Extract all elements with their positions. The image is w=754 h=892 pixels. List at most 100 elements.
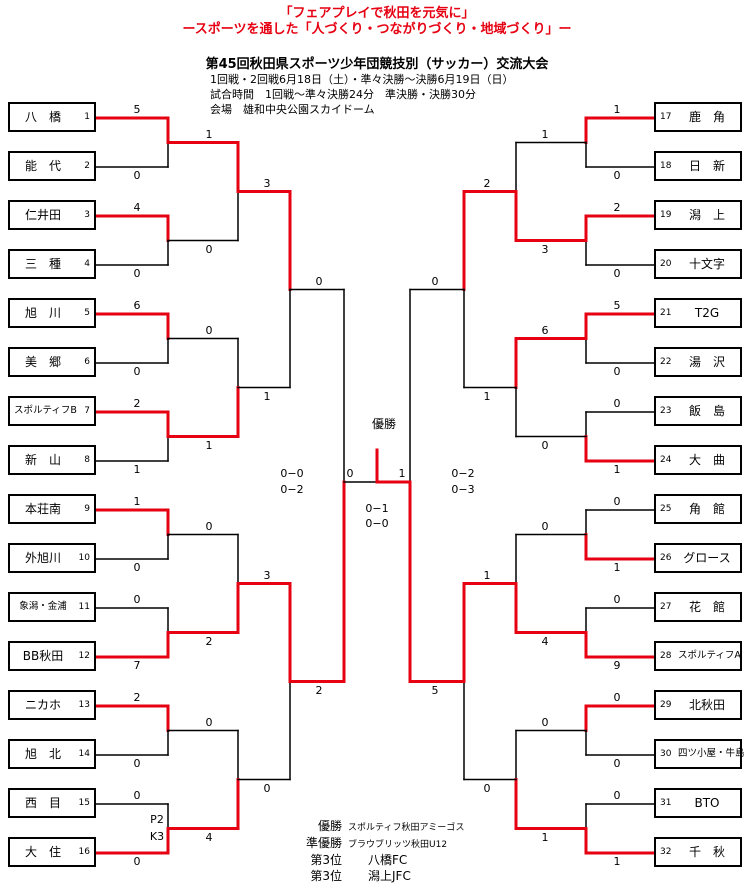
team-name: 北秋田 (688, 698, 725, 712)
score: 1 (613, 463, 621, 476)
score: 0 (315, 274, 323, 288)
score: 0 (541, 438, 549, 452)
score: 0 (133, 169, 141, 182)
team-name: 角 館 (688, 502, 725, 516)
team-number: 23 (660, 406, 672, 416)
score: 5 (431, 683, 439, 697)
third-name-1: 八橋FC (368, 853, 408, 867)
result-third-2: 第3位潟上JFC (280, 867, 410, 884)
score: 0 (205, 715, 213, 729)
team-number: 12 (78, 651, 90, 661)
third-label-1: 第3位 (310, 853, 342, 867)
score: 1 (613, 103, 621, 116)
team-name: 旭 北 (24, 747, 61, 761)
team-name: 仁井田 (24, 208, 61, 222)
team-name: 飯 島 (688, 404, 725, 418)
team-name: 大 住 (24, 845, 61, 859)
score: 2 (613, 201, 621, 214)
venue-info: 会場 雄和中央公園スカイドーム (210, 103, 375, 116)
score: 3 (263, 568, 271, 582)
score: 0−1 (365, 502, 389, 515)
team-number: 14 (78, 749, 90, 759)
team-name: ニカホ (24, 698, 61, 712)
score: 0 (263, 781, 271, 795)
team-number: 2 (84, 161, 90, 171)
team-box: 八 橋 1 (8, 102, 96, 132)
team-name: 潟 上 (688, 208, 725, 222)
score: 0 (541, 519, 549, 533)
runner-up-name: ブラウブリッツ秋田U12 (348, 840, 448, 850)
final-label: 優勝 (371, 417, 397, 431)
team-box: 大 住 16 (8, 837, 96, 867)
score: 0 (133, 267, 141, 280)
score: 0 (133, 757, 141, 770)
match-time-info: 試合時間 1回戦～準々決勝24分 準決勝・決勝30分 (210, 88, 476, 101)
score: 6 (133, 299, 141, 312)
score: 0 (483, 781, 491, 795)
team-name: グロース (683, 551, 731, 565)
team-number: 16 (78, 847, 90, 857)
champion-name: スポルティフ秋田アミーゴス (348, 823, 465, 833)
team-name: 美 郷 (24, 355, 61, 369)
score: 6 (541, 323, 549, 337)
score: 5 (133, 103, 141, 116)
score: 0 (613, 757, 621, 770)
team-box: BB秋田 12 (8, 641, 96, 671)
score: 0 (613, 397, 621, 410)
score: 2 (483, 176, 491, 190)
score: 4 (541, 634, 549, 648)
score: 0 (133, 561, 141, 574)
team-box: 旭 北 14 (8, 739, 96, 769)
team-name: 新 山 (24, 453, 61, 467)
score: 2 (133, 397, 141, 410)
slogan-line-2: ースポーツを通した「人づくり・つながりづくり・地域づくり」ー (182, 22, 572, 37)
team-number: 19 (660, 210, 672, 220)
score: 1 (541, 830, 549, 844)
team-number: 30 (660, 749, 672, 759)
score: P2 (150, 813, 164, 826)
team-number: 4 (84, 259, 90, 269)
score: 1 (613, 855, 621, 868)
score: 2 (133, 691, 141, 704)
team-name: BB秋田 (22, 649, 64, 663)
team-name: 象潟・金浦 (19, 601, 67, 612)
runner-up-label: 準優勝 (305, 836, 342, 850)
team-number: 9 (84, 504, 90, 514)
score: 3 (541, 242, 549, 256)
team-number: 1 (84, 112, 90, 122)
team-number: 21 (660, 308, 672, 318)
score: 1 (541, 127, 549, 141)
score: 3 (263, 176, 271, 190)
team-name: 八 橋 (24, 110, 61, 124)
team-name: 能 代 (24, 159, 61, 173)
score: 2 (205, 634, 213, 648)
team-number: 18 (660, 161, 672, 171)
score: 0 (613, 267, 621, 280)
team-name: 湯 沢 (688, 355, 725, 369)
score: 0−2 (280, 483, 304, 496)
team-name: 旭 川 (24, 306, 61, 320)
score: 1 (398, 467, 406, 480)
team-name: BTO (694, 796, 720, 810)
score: 1 (133, 495, 141, 508)
score: 0 (133, 855, 141, 868)
score: 1 (483, 568, 491, 582)
score: 0 (205, 242, 213, 256)
score: 0−2 (451, 467, 475, 480)
team-name: 三 種 (24, 257, 61, 271)
score: 5 (613, 299, 621, 312)
